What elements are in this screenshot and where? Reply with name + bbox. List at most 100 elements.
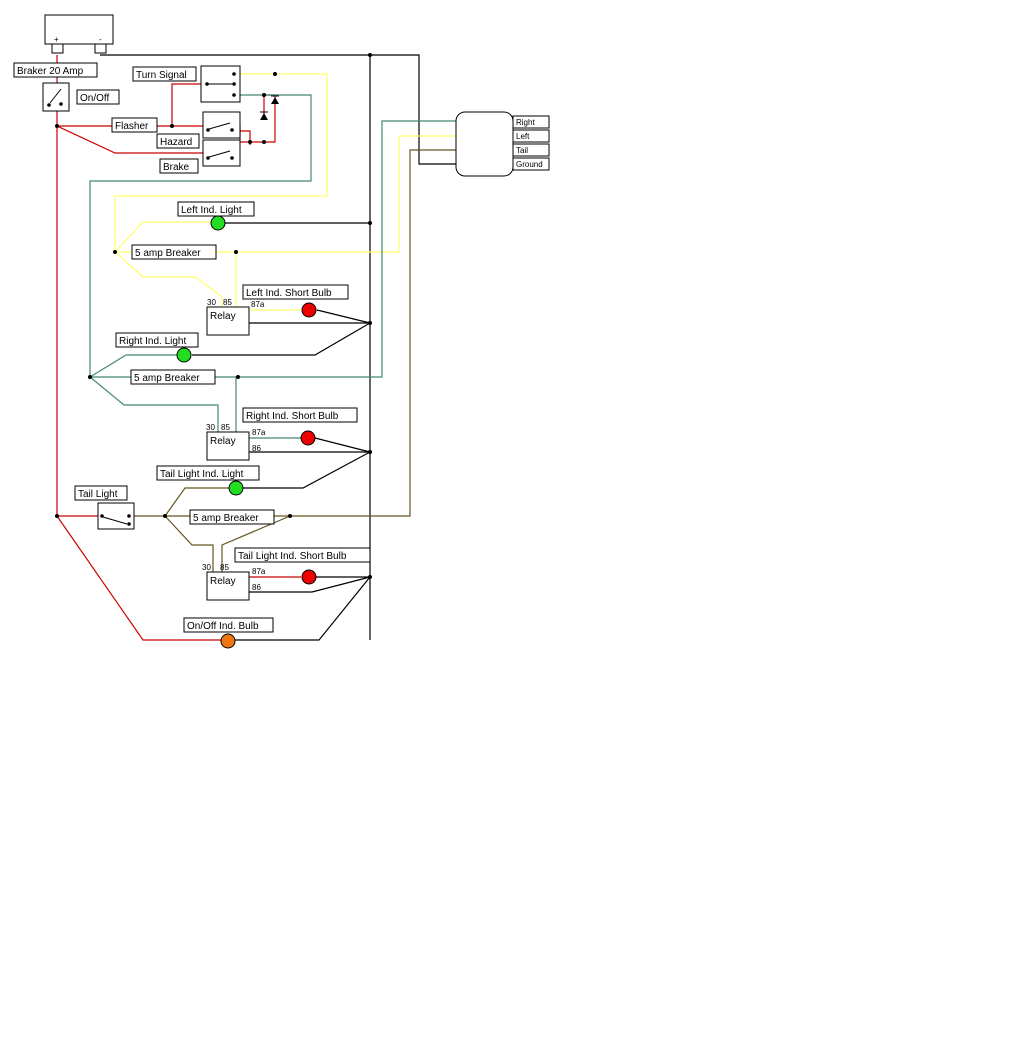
relay-2-pin30: 30 [206, 423, 215, 432]
left-wire-turn [114, 73, 328, 308]
on-off-bulb-box [183, 617, 274, 633]
left-short-bulb-box [242, 284, 349, 300]
relay-1 [206, 306, 250, 336]
right-wires [89, 94, 456, 439]
flasher-box [111, 117, 158, 133]
tail-wire-relay-b [221, 515, 291, 572]
on-off-switch-lever [49, 88, 62, 104]
brake-switch-lever [208, 150, 231, 158]
tail-light-switch-lever [102, 516, 128, 525]
left-short-bulb [301, 302, 317, 318]
ground-wire-onoff-bulb [235, 576, 371, 641]
tail-light-label: Tail Light [78, 489, 118, 500]
on-off-switch-contact-b [59, 102, 63, 106]
tail-light-contact-c [127, 522, 131, 526]
on-off-bulb [220, 633, 236, 649]
relay-2-pin86: 86 [252, 444, 261, 453]
right-wire-relay-a [89, 376, 219, 432]
tail-short-bulb [301, 569, 317, 585]
relay-3-pin85: 85 [220, 563, 229, 572]
trailer-connector [455, 111, 514, 177]
power-wire-turn [171, 83, 203, 126]
right-wire-turn [89, 94, 312, 377]
power-wire-diode [238, 94, 276, 143]
hazard-contact-b [230, 128, 234, 132]
tail-ind-light-label: Tail Light Ind. Light [160, 469, 244, 480]
tail-wire-relay-a [164, 515, 214, 572]
brake-box [159, 158, 199, 174]
relay-3 [206, 571, 250, 601]
left-short-bulb-label: Left Ind. Short Bulb [246, 288, 332, 299]
tail-light-contact-a [100, 514, 104, 518]
battery [44, 14, 114, 45]
relay-3-pin30: 30 [202, 563, 211, 572]
connector-pin-tail: Tail [516, 146, 528, 155]
tail-light-box [74, 485, 128, 501]
power-wire-onoff-bulb [56, 515, 221, 641]
ground-wire-battery [100, 54, 456, 165]
turn-signal-label: Turn Signal [136, 70, 187, 81]
connector-pin-tail-box [512, 143, 550, 157]
flasher-label: Flasher [115, 121, 149, 132]
breaker-5a-2-label: 5 amp Breaker [134, 373, 200, 384]
on-off-box [76, 89, 120, 105]
connector-pin-right: Right [516, 118, 535, 127]
connector-pin-left-box [512, 129, 550, 143]
ground-wire-tail-ind [243, 451, 371, 489]
ground-wire-right-ind [192, 322, 371, 356]
hazard-switch-lever [208, 122, 231, 130]
breaker-main-label: Braker 20 Amp [17, 66, 84, 77]
right-short-bulb [300, 430, 316, 446]
connector-pin-ground: Ground [516, 160, 543, 169]
power-wire-brake [56, 125, 203, 154]
turn-signal-contact-a [232, 72, 236, 76]
connector-pin-ground-box [512, 157, 550, 171]
connector-pin-right-box [512, 115, 550, 129]
connector-pin-left: Left [516, 132, 530, 141]
tail-wire-branch [164, 487, 229, 517]
turn-signal-contact-d [205, 82, 209, 86]
battery-minus-terminal [94, 43, 107, 54]
relay-2-label: Relay [210, 436, 236, 447]
right-short-bulb-box [242, 407, 358, 423]
left-wire-branch [114, 221, 211, 253]
battery-minus-label: - [99, 35, 102, 44]
hazard-contact-a [206, 128, 210, 132]
diode-icon [260, 95, 279, 120]
left-wires [114, 73, 456, 311]
tail-short-bulb-box [234, 547, 371, 563]
relay-1-pin85: 85 [223, 298, 232, 307]
breaker-main-box [13, 62, 98, 78]
turn-signal-contact-b [232, 82, 236, 86]
battery-plus-label: + [54, 35, 59, 44]
hazard-label: Hazard [160, 137, 192, 148]
relay-3-pin86: 86 [252, 583, 261, 592]
breaker-5a-3-label: 5 amp Breaker [193, 513, 259, 524]
tail-ind-light-box [156, 465, 260, 481]
hazard-box [156, 133, 200, 149]
breaker-5a-3-box [189, 509, 275, 525]
on-off-label: On/Off [80, 93, 109, 104]
tail-short-bulb-label: Tail Light Ind. Short Bulb [238, 551, 347, 562]
breaker-5a-1-box [131, 244, 217, 260]
on-off-switch[interactable] [42, 82, 70, 112]
relay-2-pin87a: 87a [252, 428, 266, 437]
right-ind-light-box [115, 332, 199, 348]
relay-1-label: Relay [210, 311, 236, 322]
connector-pin-labels: Right Left Tail Ground [512, 115, 550, 171]
relay-1-pin30: 30 [207, 298, 216, 307]
on-off-switch-contact-a [47, 103, 51, 107]
brake-label: Brake [163, 162, 190, 173]
relay-3-pin87a: 87a [252, 567, 266, 576]
breaker-5a-2-box [130, 369, 216, 385]
right-short-bulb-label: Right Ind. Short Bulb [246, 411, 339, 422]
right-ind-light-bulb [176, 347, 192, 363]
tail-light-contact-b [127, 514, 131, 518]
on-off-bulb-label: On/Off Ind. Bulb [187, 621, 259, 632]
left-ind-light-bulb [210, 215, 226, 231]
right-ind-light-label: Right Ind. Light [119, 336, 186, 347]
breaker-5a-1-label: 5 amp Breaker [135, 248, 201, 259]
brake-contact-a [206, 156, 210, 160]
tail-ind-light-bulb [228, 480, 244, 496]
